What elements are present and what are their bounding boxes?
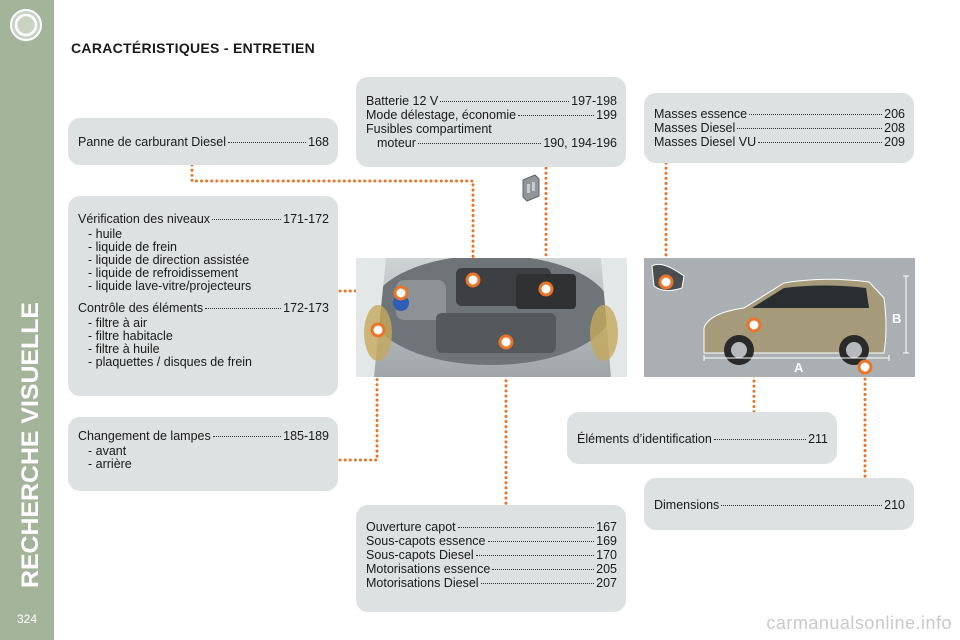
watermark: carmanualsonline.info	[766, 613, 952, 633]
list-item: arrière	[88, 458, 329, 471]
list-item: filtre à huile	[88, 343, 329, 356]
list-item: filtre habitacle	[88, 330, 329, 343]
marker-icon	[370, 272, 554, 350]
list-item: avant	[88, 445, 329, 458]
dim-b-label: B	[892, 311, 901, 326]
list-lampes: avant arrière	[78, 445, 329, 471]
car-side-photo: A B	[644, 258, 915, 377]
fuse-icon	[522, 174, 540, 202]
marker-icon	[658, 274, 873, 375]
list-item: liquide de direction assistée	[88, 254, 329, 267]
list-item: huile	[88, 228, 329, 241]
page-title: CARACTÉRISTIQUES - ENTRETIEN	[71, 40, 316, 56]
engine-bay-photo	[356, 258, 627, 377]
connector-panne	[190, 163, 475, 274]
section-title: RECHERCHE VISUELLE	[17, 302, 44, 588]
page-number: 324	[16, 612, 38, 626]
entry-fusibles-label: Fusibles compartiment	[366, 122, 492, 136]
list-item: filtre à air	[88, 317, 329, 330]
sidebar: RECHERCHE VISUELLE 324	[0, 0, 54, 640]
list-niveaux: huile liquide de frein liquide de direct…	[78, 228, 329, 293]
section-title-text: RECHERCHE VISUELLE	[17, 302, 44, 588]
list-elements: filtre à air filtre habitacle filtre à h…	[78, 317, 329, 369]
list-item: liquide de refroidissement	[88, 267, 329, 280]
dim-a-label: A	[794, 360, 804, 375]
logo-ring-icon	[10, 9, 42, 41]
list-item: liquide lave-vitre/projecteurs	[88, 280, 329, 293]
list-item: plaquettes / disques de frein	[88, 356, 329, 369]
list-item: liquide de frein	[88, 241, 329, 254]
